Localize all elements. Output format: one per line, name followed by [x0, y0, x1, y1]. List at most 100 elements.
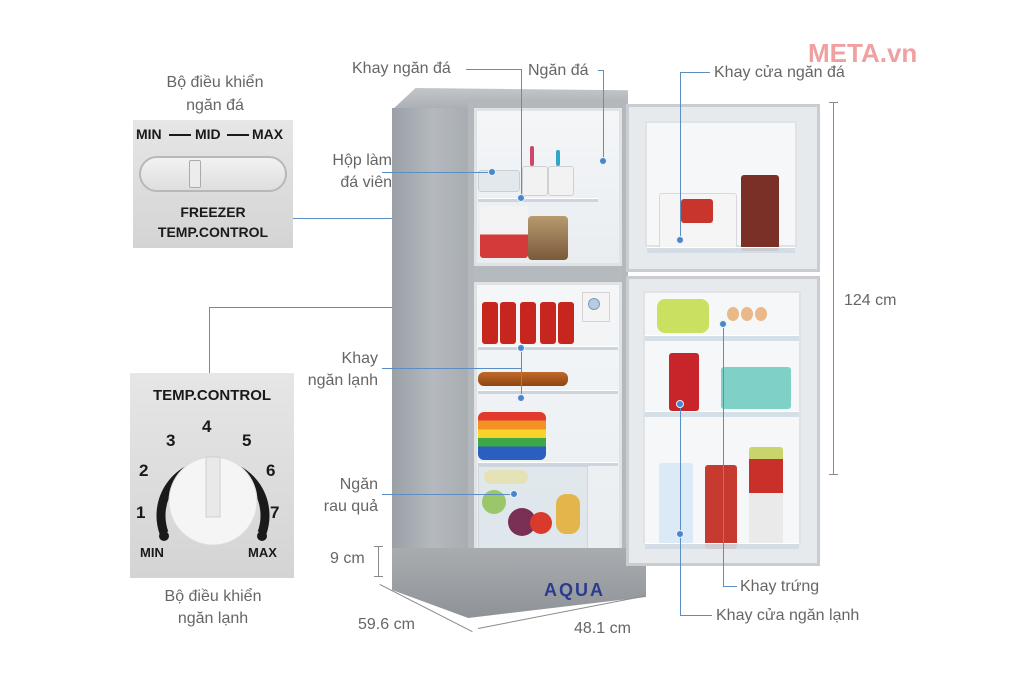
freezer-door-tray [647, 247, 795, 253]
leader-line [680, 72, 681, 238]
freezer-scale-max: MAX [252, 126, 284, 142]
vegetable [484, 470, 528, 484]
callout-dot [719, 320, 727, 328]
leader-line [521, 346, 522, 398]
leader-line [680, 402, 681, 616]
soda-can [500, 302, 516, 344]
dial-number-4: 4 [202, 417, 212, 436]
base-height-dimension-line [378, 546, 379, 576]
label-crisper-line2: rau quả [323, 498, 378, 515]
height-dimension-line [833, 102, 834, 474]
leader-line [382, 172, 492, 173]
dimension-tick [374, 546, 383, 547]
fridge-door-bottom-tray [645, 543, 799, 549]
callout-dot [517, 344, 525, 352]
ice-cube-tray [478, 170, 520, 192]
dial-scale-icon [156, 456, 270, 546]
freezer-scale-mid: MID [195, 126, 221, 142]
frozen-food-box [480, 206, 528, 258]
callout-dot [676, 530, 684, 538]
height-dimension-label: 124 cm [844, 292, 897, 309]
dimension-tick [374, 576, 383, 577]
brand-logo: AQUA [544, 580, 605, 600]
dial-number-2: 2 [139, 461, 149, 480]
rainbow-cake [478, 412, 546, 460]
popsicle-mold [548, 166, 574, 196]
depth-dimension-label: 59.6 cm [358, 616, 415, 633]
freezer-control-caption-line2: ngăn đá [186, 97, 244, 114]
freezer-scale-min: MIN [136, 126, 162, 142]
dial-number-3: 3 [166, 431, 176, 450]
soda-can [558, 302, 574, 344]
freezer-temp-slider[interactable] [139, 156, 287, 192]
fridge-control-caption-line1: Bộ điều khiển [164, 588, 262, 605]
leader-line [723, 322, 724, 587]
slider-knob[interactable] [189, 160, 201, 188]
leader-line [680, 72, 710, 73]
dimension-tick [829, 102, 838, 103]
ice-cream-tub [528, 216, 568, 260]
freezer-control-caption-line1: Bộ điều khiển [166, 74, 264, 91]
dial-number-6: 6 [266, 461, 276, 480]
freezer-control-title-line1: FREEZER [180, 204, 246, 220]
milk-carton [705, 465, 737, 549]
watermark-logo: META.vn [808, 38, 918, 68]
dial-number-1: 1 [136, 503, 146, 522]
label-freezer-compartment: Ngăn đá [528, 62, 589, 79]
width-dimension-label: 48.1 cm [574, 620, 631, 637]
vegetable [556, 494, 580, 534]
dial-number-5: 5 [242, 431, 252, 450]
dial-number-7: 7 [270, 503, 280, 522]
egg [755, 307, 767, 321]
fridge-base [392, 548, 646, 618]
label-ice-box-line2: đá viên [340, 174, 392, 191]
chocolate-box-print [681, 199, 713, 223]
leader-line [603, 70, 604, 158]
fridge-control-title: TEMP.CONTROL [152, 387, 272, 404]
label-freezer-door-tray: Khay cửa ngăn đá [714, 64, 845, 81]
leader-line [521, 69, 522, 195]
scale-divider [227, 134, 249, 136]
leader-line [382, 368, 522, 369]
label-egg-tray: Khay trứng [740, 578, 820, 595]
base-height-dimension-label: 9 cm [330, 550, 365, 567]
popsicle-mold [522, 166, 548, 196]
freezer-control-panel: MIN MID MAX FREEZER TEMP.CONTROL [133, 120, 293, 248]
vegetable [530, 512, 552, 534]
dial-min-label: MIN [140, 545, 164, 560]
soda-can [540, 302, 556, 344]
fridge-control-panel: TEMP.CONTROL 1 2 3 4 5 6 7 MIN MAX [130, 373, 294, 578]
margarine-tub [657, 299, 709, 333]
popsicle-stick [530, 146, 534, 166]
food-plate [478, 372, 568, 386]
leader-line [723, 586, 737, 587]
egg [741, 307, 753, 321]
leader-line [598, 70, 604, 71]
dial-max-label: MAX [248, 545, 277, 560]
freezer-door[interactable] [626, 104, 820, 272]
leader-line [382, 494, 512, 495]
label-freezer-tray: Khay ngăn đá [352, 60, 451, 77]
callout-dot [517, 194, 525, 202]
compartment-divider [474, 266, 622, 282]
label-crisper-line1: Ngăn [339, 476, 378, 493]
label-ice-box-line1: Hộp làm [332, 152, 392, 169]
raisin-box [669, 353, 699, 411]
dimension-tick [829, 474, 838, 475]
leader-line [680, 615, 712, 616]
soda-can [520, 302, 536, 344]
juice-bottle [749, 447, 783, 549]
fridge-shelf [478, 462, 618, 466]
fridge-door-shelf [645, 411, 799, 417]
soda-can [482, 302, 498, 344]
freezer-shelf [478, 198, 598, 202]
label-fridge-door-tray: Khay cửa ngăn lạnh [716, 607, 860, 624]
callout-dot [488, 168, 496, 176]
callout-dot [599, 157, 607, 165]
callout-dot [676, 400, 684, 408]
callout-dot [510, 490, 518, 498]
freezer-control-title-line2: TEMP.CONTROL [157, 224, 269, 240]
label-fridge-shelf-line1: Khay [341, 350, 378, 367]
label-fridge-shelf-line2: ngăn lạnh [307, 372, 378, 389]
fridge-shelf [478, 346, 618, 350]
